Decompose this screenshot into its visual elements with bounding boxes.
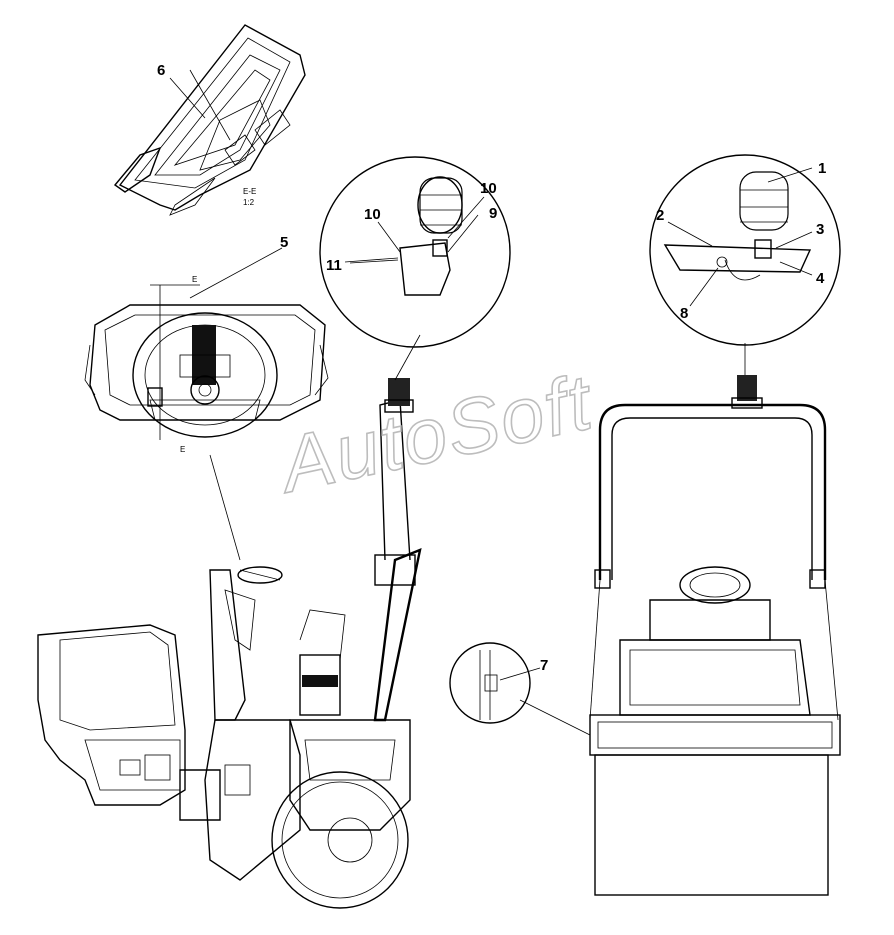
section-view-e-e: E-E 1:2 (113, 24, 306, 216)
detail-circle-beacon-side (319, 156, 511, 348)
callout-2: 2 (656, 207, 664, 224)
callout-6: 6 (157, 62, 165, 79)
callout-8: 8 (680, 305, 688, 322)
front-view-roller (589, 343, 841, 896)
section-marker-top: E (192, 275, 197, 284)
callout-5: 5 (280, 234, 288, 251)
leader-lines (169, 77, 813, 681)
callout-10-right: 10 (480, 180, 497, 197)
section-view-scale: 1:2 (243, 198, 255, 207)
detail-circle-mount (449, 642, 591, 736)
callout-1: 1 (818, 160, 826, 177)
callout-11: 11 (326, 257, 342, 274)
section-marker-bottom: E (180, 445, 185, 454)
side-view-roller (37, 334, 422, 909)
detail-circle-beacon-front (649, 154, 841, 346)
callout-10-left: 10 (364, 206, 381, 223)
callout-7: 7 (540, 657, 548, 674)
top-view-operator-station: E E (84, 275, 329, 561)
section-view-name: E-E (243, 187, 256, 196)
callout-9: 9 (489, 205, 497, 222)
watermark: AutoSoft (270, 357, 602, 510)
callout-3: 3 (816, 221, 824, 238)
callout-4: 4 (816, 270, 825, 287)
